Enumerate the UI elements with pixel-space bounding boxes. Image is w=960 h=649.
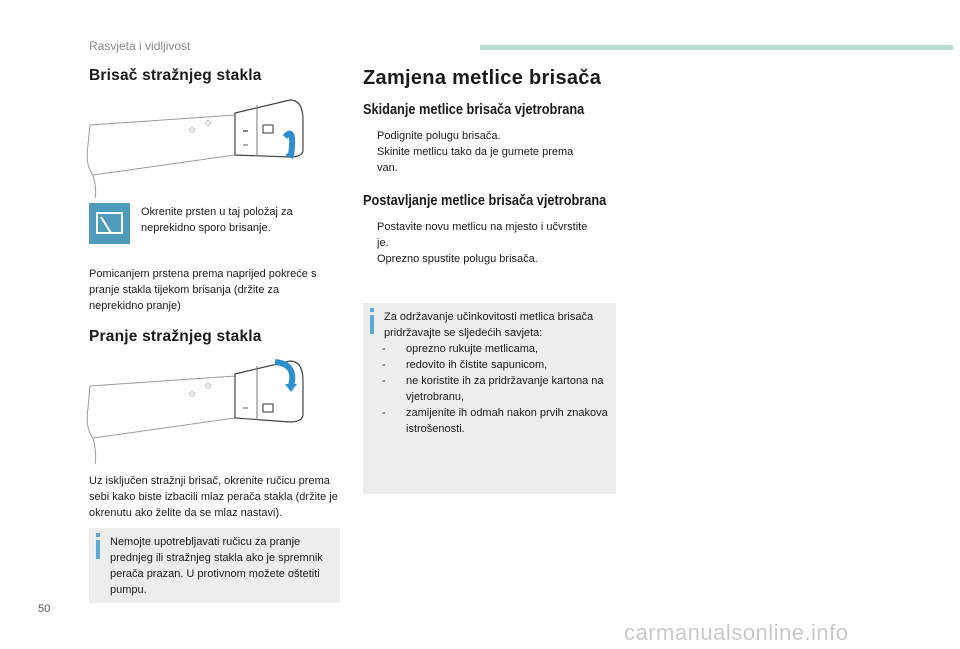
list-item: -ne koristite ih za pridržavanje kartona… xyxy=(382,375,604,403)
page-number: 50 xyxy=(38,603,51,615)
rear-wash-paragraph: Uz isključen stražnji brisač, okrenite r… xyxy=(89,475,338,519)
svg-text:◇: ◇ xyxy=(189,125,196,134)
header-accent-bar xyxy=(480,45,953,50)
watermark: carmanualsonline.info xyxy=(624,620,849,645)
list-item: -redovito ih čistite sapunicom, xyxy=(382,359,548,371)
install-title: Postavljanje metlice brisača vjetrobrana xyxy=(363,193,607,209)
removal-title: Skidanje metlice brisača vjetrobrana xyxy=(363,102,585,118)
warning-note: Nemojte upotrebljavati ručicu za pranje … xyxy=(89,528,340,603)
main-title: Zamjena metlice brisača xyxy=(363,67,602,89)
wiper-stalk-illustration-1: ◇ ◇ xyxy=(86,99,304,199)
removal-steps: Podignite polugu brisača. Skinite metlic… xyxy=(363,128,593,176)
list-item: Postavite novu metlicu na mjesto i učvrs… xyxy=(377,221,588,249)
section-header: Rasvjeta i vidljivost xyxy=(89,39,191,53)
install-steps: Postavite novu metlicu na mjesto i učvrs… xyxy=(363,219,593,267)
list-item: Oprezno spustite polugu brisača. xyxy=(377,253,538,265)
wiper-stalk-illustration-2: ◇ ◇ xyxy=(86,359,304,465)
list-item: -zamijenite ih odmah nakon prvih znakova… xyxy=(382,407,608,435)
svg-text:◇: ◇ xyxy=(205,381,212,390)
svg-text:◇: ◇ xyxy=(189,389,196,398)
info-icon xyxy=(370,308,374,334)
rear-wiper-title: Brisač stražnjeg stakla xyxy=(89,67,262,84)
rear-wash-title: Pranje stražnjeg stakla xyxy=(89,328,262,345)
svg-text:◇: ◇ xyxy=(205,118,212,127)
tip-note: Za održavanje učinkovitosti metlica bris… xyxy=(363,303,616,494)
rear-wiper-paragraph: Pomicanjem prstena prema naprijed pokreć… xyxy=(89,268,317,312)
info-icon xyxy=(96,533,100,559)
list-item: Podignite polugu brisača. xyxy=(377,130,501,142)
tip-intro: Za održavanje učinkovitosti metlica bris… xyxy=(384,311,594,339)
list-item: -oprezno rukujte metlicama, xyxy=(382,343,539,355)
icon-description: Okrenite prsten u taj položaj za nepreki… xyxy=(141,206,293,234)
tip-list: -oprezno rukujte metlicama, -redovito ih… xyxy=(378,341,608,437)
rear-wiper-position-icon xyxy=(89,203,130,244)
warning-note-text: Nemojte upotrebljavati ručicu za pranje … xyxy=(110,536,323,596)
list-item: Skinite metlicu tako da je gurnete prema… xyxy=(377,146,574,174)
